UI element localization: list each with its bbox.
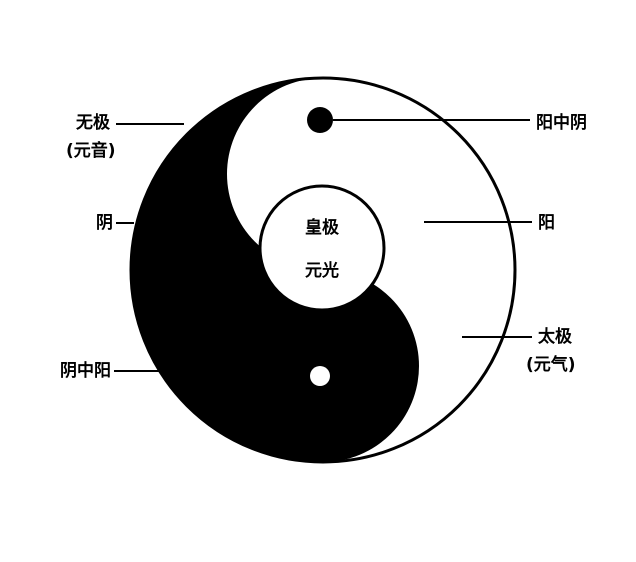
huangji-label: 皇极 xyxy=(305,217,339,238)
huangji-circle xyxy=(258,184,386,312)
taiji-sub-label: (元气) xyxy=(526,354,576,375)
yin-in-yang-label: 阴中阳 xyxy=(60,360,111,381)
yang-label: 阳 xyxy=(538,213,555,233)
taiji-label: 太极 xyxy=(538,326,572,347)
wuji-label: 无极 xyxy=(75,113,110,133)
yang-in-yin-label: 阳中阴 xyxy=(536,112,587,133)
yuanguang-label: 元光 xyxy=(305,260,339,281)
yin-label: 阴 xyxy=(96,213,113,233)
yang-in-yin-dot xyxy=(307,107,333,133)
wuji-sub-label: (元音) xyxy=(66,140,116,161)
yin-in-yang-dot xyxy=(310,366,330,386)
